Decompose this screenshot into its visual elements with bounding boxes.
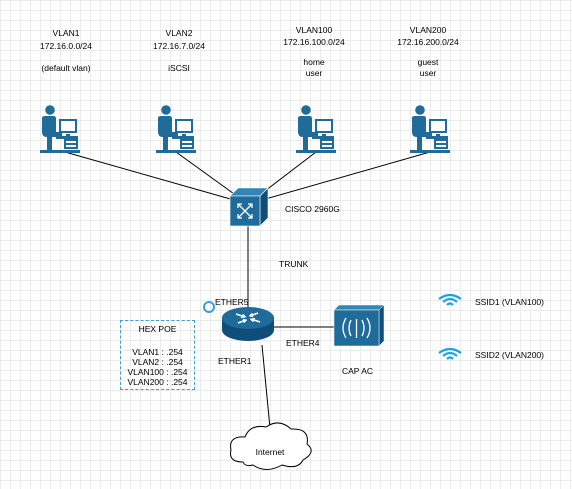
user-workstation-icon <box>40 105 80 153</box>
internet-label: Internet <box>255 447 285 457</box>
vlan100-subnet: 172.16.100.0/24 <box>283 37 345 47</box>
vlan200-description: guest user <box>417 57 439 78</box>
hex-poe-row: VLAN100 : .254 <box>127 367 188 377</box>
hex-poe-address-box: HEX POE VLAN1 : .254 VLAN2 : .254 VLAN10… <box>120 320 195 390</box>
vlan1-subnet: 172.16.0.0/24 <box>40 41 92 51</box>
router-icon <box>222 307 274 341</box>
access-point-icon <box>333 304 385 347</box>
vlan100-name: VLAN100 <box>295 25 333 35</box>
user-workstation-icon <box>156 105 196 153</box>
ether1-label: ETHER1 <box>218 356 252 366</box>
vlan100-description: home user <box>303 57 325 78</box>
wifi-icon <box>437 293 463 307</box>
ether5-port-indicator[interactable] <box>203 301 215 313</box>
ap-label: CAP AC <box>342 366 374 376</box>
link-vlan200-switch <box>247 151 431 205</box>
vlan1-name: VLAN1 <box>52 28 80 38</box>
vlan2-subnet: 172.16.7.0/24 <box>153 41 205 51</box>
user-workstation-icon <box>296 105 336 153</box>
link-vlan1-switch <box>64 151 249 205</box>
link-router-internet <box>261 344 271 429</box>
ether5-label: ETHER5 <box>215 297 249 307</box>
switch-icon <box>229 187 269 227</box>
hex-poe-row: VLAN2 : .254 <box>132 357 183 367</box>
vlan2-name: VLAN2 <box>165 28 193 38</box>
vlan1-description: (default vlan) <box>41 63 91 73</box>
hex-poe-row: VLAN1 : .254 <box>132 347 183 357</box>
ssid1-label: SSID1 (VLAN100) <box>475 297 544 307</box>
vlan200-name: VLAN200 <box>409 25 447 35</box>
hex-poe-row: VLAN200 : .254 <box>127 377 188 387</box>
hex-poe-title: HEX POE <box>138 324 177 334</box>
ether4-label: ETHER4 <box>286 338 320 348</box>
switch-label: CISCO 2960G <box>285 204 340 214</box>
wifi-icon <box>437 347 463 361</box>
cloud-icon <box>230 422 312 470</box>
ssid2-label: SSID2 (VLAN200) <box>475 350 544 360</box>
user-workstation-icon <box>410 105 450 153</box>
vlan2-description: iSCSI <box>168 63 190 73</box>
trunk-label: TRUNK <box>279 259 309 269</box>
vlan200-subnet: 172.16.200.0/24 <box>397 37 459 47</box>
